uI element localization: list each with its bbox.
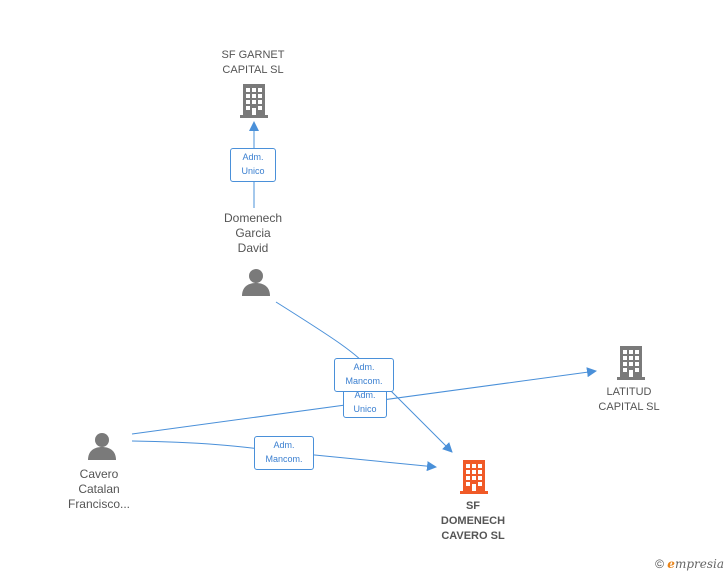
label-line: Francisco... xyxy=(67,497,130,511)
person-icon[interactable] xyxy=(242,269,270,296)
brand-initial: e xyxy=(667,557,675,571)
copyright-icon: © xyxy=(655,557,664,571)
edge-label-line: Unico xyxy=(353,404,377,414)
label-line: CAPITAL SL xyxy=(598,401,660,413)
label-line: SF xyxy=(465,500,481,512)
edge-label-line: Adm. xyxy=(273,440,295,450)
edge-label-adm-mancom[interactable]: Adm. Mancom. xyxy=(334,358,394,392)
main-company-building-icon[interactable] xyxy=(460,460,488,494)
label-line: Cavero xyxy=(79,467,119,481)
label-line: Garcia xyxy=(235,226,271,240)
node-label-domenech-garcia[interactable]: Domenech Garcia David xyxy=(203,211,303,256)
label-line: CAPITAL SL xyxy=(222,64,284,76)
node-label-sf-domenech[interactable]: SF DOMENECH CAVERO SL xyxy=(423,499,523,544)
brand-footer[interactable]: © empresia xyxy=(655,557,724,571)
edge-label-line: Adm. xyxy=(353,362,375,372)
node-label-latitud[interactable]: LATITUD CAPITAL SL xyxy=(579,385,679,415)
edge-label-line: Mancom. xyxy=(265,454,303,464)
label-line: DOMENECH xyxy=(440,515,506,527)
person-icon[interactable] xyxy=(88,433,116,460)
building-icon[interactable] xyxy=(617,346,645,380)
edge-label-line: Adm. xyxy=(354,390,376,400)
edge-label-adm-unico[interactable]: Adm. Unico xyxy=(230,148,276,182)
edge-label-adm-mancom[interactable]: Adm. Mancom. xyxy=(254,436,314,470)
edge-label-line: Unico xyxy=(241,166,265,176)
edge-label-line: Adm. xyxy=(242,152,264,162)
edge-label-line: Mancom. xyxy=(345,376,383,386)
label-line: LATITUD xyxy=(606,386,652,398)
node-label-cavero-catalan[interactable]: Cavero Catalan Francisco... xyxy=(49,467,149,512)
label-line: Catalan xyxy=(78,482,120,496)
brand-name: mpresia xyxy=(674,557,724,571)
label-line: SF GARNET xyxy=(221,49,285,61)
building-icon[interactable] xyxy=(240,84,268,118)
label-line: CAVERO SL xyxy=(441,530,505,542)
label-line: David xyxy=(237,241,269,255)
node-label-sf-garnet[interactable]: SF GARNET CAPITAL SL xyxy=(203,48,303,78)
label-line: Domenech xyxy=(223,211,283,225)
brand-logo: empresia xyxy=(667,557,724,571)
